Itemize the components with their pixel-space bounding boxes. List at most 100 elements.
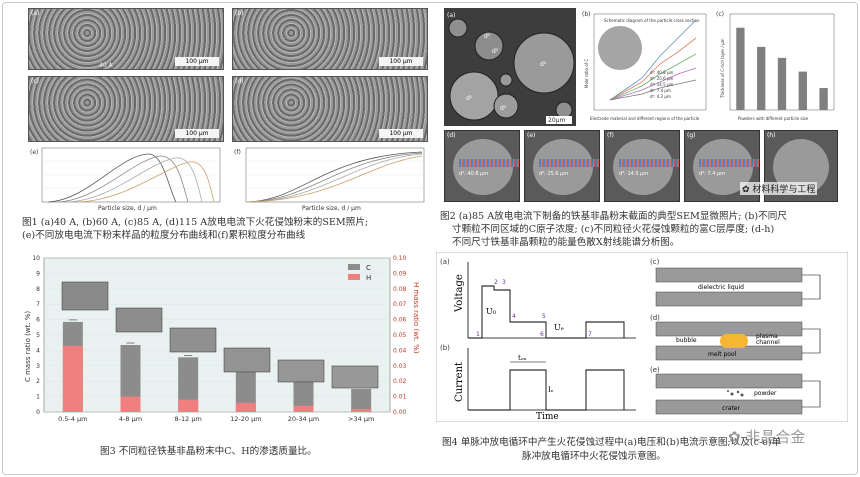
pulse-number: 3 — [502, 279, 506, 286]
bubble-label: bubble — [676, 337, 697, 344]
y-tick-label: 5 — [36, 332, 40, 339]
size-distribution-plot: (e) Particle size, d / μm — [30, 147, 221, 212]
thickness-bar — [757, 46, 766, 110]
bar-h — [293, 405, 314, 412]
x-tick-label: 20-34 μm — [288, 415, 319, 423]
melt-pool-label: melt pool — [708, 351, 737, 358]
panel-tag: (e) — [527, 132, 536, 139]
legend-label-h: H — [366, 274, 371, 282]
wechat-icon: ✿ — [742, 185, 750, 195]
cumulative-distribution-plot: (f) Particle size, d / μm — [234, 147, 425, 212]
legend-swatch-c — [348, 264, 360, 270]
schematic-title: Schematic diagram of the particle cross … — [604, 18, 700, 23]
x-axis-label: Particle size, d / μm — [302, 205, 361, 212]
y-axis-label: Mole ratio of C — [584, 59, 589, 88]
pulse-number: 6 — [540, 331, 544, 338]
sem-image-c: (c) 100 μm — [28, 76, 224, 142]
particle-size: d²: 25.6 μm — [539, 171, 569, 177]
y-tick-label: 1 — [36, 394, 40, 401]
panel-tag: (c) — [31, 78, 39, 85]
pulse-number: 7 — [588, 331, 592, 338]
panel-tag: (d) — [447, 132, 456, 139]
bar-c — [351, 388, 372, 412]
figure3-caption: 图3 不同粒径铁基非晶粉末中C、H的渗透质量比。 — [100, 446, 317, 457]
bar-c — [178, 357, 199, 412]
current-label: Current — [454, 362, 465, 402]
pulse-number: 1 — [476, 331, 480, 338]
voltage-label: Voltage — [454, 274, 465, 313]
current-label: 40 A — [99, 62, 113, 69]
y2-axis-label: H mass ratio (wt. %) — [412, 282, 420, 354]
panel-tag: (d) — [235, 78, 244, 85]
scale-bar: 100 μm — [379, 57, 423, 66]
panel-tag: (a) — [447, 12, 455, 19]
x-tick-label: 0.5-4 μm — [58, 415, 87, 423]
plasma-label: plasma — [756, 333, 778, 340]
legend-item: d⁵: 4.2 μm — [650, 94, 671, 99]
y-tick-label: 4 — [36, 347, 40, 354]
legend-item: d²: 25.6 μm — [650, 76, 673, 81]
particle-label: d⁴ — [540, 61, 547, 68]
panel-tag: (b) — [440, 344, 450, 352]
panel-tag: (f) — [234, 149, 241, 156]
y2-tick-label: 0.01 — [393, 394, 407, 401]
watermark-text: 材料科学与工程 — [752, 185, 816, 195]
y-axis-label: C mass ratio (wt. %) — [24, 311, 32, 382]
x-axis-label: Electrode material and different regions… — [590, 116, 700, 121]
y2-tick-label: 0.04 — [393, 347, 407, 354]
panel-tag: (f) — [607, 132, 614, 139]
figure1: (a) 100 μm 40 A (b) 100 μm (c) 100 μm (d… — [28, 8, 428, 248]
y-tick-label: 8 — [36, 286, 40, 293]
particle-size: d¹: 40.8 μm — [459, 171, 489, 177]
bar-h — [120, 396, 141, 412]
bar-h — [351, 408, 372, 412]
y-tick-label: 10 — [32, 255, 40, 262]
thickness-bar — [777, 57, 787, 110]
figure2-caption-line3: 不同尺寸铁基非晶颗粒的能量色散X射线能谱分析图。 — [452, 237, 680, 248]
y2-tick-label: 0.07 — [393, 301, 407, 308]
figure2: (a) d⁵ d² d¹ d³ d⁴ 20μm (b) Schematic di… — [444, 8, 838, 208]
bar-c — [120, 345, 141, 412]
y2-tick-label: 0.00 — [393, 409, 407, 416]
wechat-icon: ✿ — [728, 428, 741, 446]
y2-tick-label: 0.05 — [393, 332, 407, 339]
u0-label: U₀ — [486, 307, 496, 316]
dielectric-label: dielectric liquid — [698, 284, 744, 291]
ton-label: tₒₙ — [518, 354, 527, 362]
panel-tag: (a) — [31, 10, 40, 17]
panel-tag: (g) — [687, 132, 696, 139]
panel-tag: (c) — [716, 11, 724, 18]
x-tick-label: >34 μm — [348, 415, 374, 423]
watermark-badge: ✿ 材料科学与工程 — [740, 182, 818, 195]
y2-tick-label: 0.09 — [393, 270, 407, 277]
figure2-caption-line2: 寸颗粒不同区域的C原子浓度; (c)不同粒径火花侵蚀颗粒的富C层厚度; (d-h… — [452, 224, 775, 235]
particle-label: d¹ — [466, 95, 473, 102]
y-tick-label: 7 — [36, 301, 40, 308]
legend-item: d¹: 40.8 μm — [650, 70, 673, 75]
chart-legend: C H — [348, 264, 371, 282]
panel-tag: (a) — [440, 258, 450, 266]
sem-image-a: (a) 100 μm 40 A — [28, 8, 224, 70]
figure4-caption-line1: 图4 单脉冲放电循环中产生火花侵蚀过程中(a)电压和(b)电流示意图;以及(c-… — [442, 437, 782, 448]
cross-section-sem: (a) d⁵ d² d¹ d³ d⁴ 20μm — [444, 8, 576, 126]
y-tick-label: 0 — [36, 409, 40, 416]
ue-label: Uₑ — [554, 323, 564, 332]
figure4-caption-line2: 脉冲放电循环中火花侵蚀示意图。 — [522, 451, 666, 462]
y-tick-label: 9 — [36, 270, 40, 277]
panel-tag: (b) — [582, 11, 591, 18]
legend-label-c: C — [366, 264, 371, 272]
scale-bar: 100 μm — [379, 129, 423, 138]
x-axis-label: Powders with different particle size — [738, 116, 809, 121]
time-label: Time — [536, 412, 559, 422]
figure1-caption-line1: 图1 (a)40 A, (b)60 A, (c)85 A, (d)115 A放电… — [22, 217, 369, 228]
bar-c — [235, 371, 256, 412]
bar-h — [178, 399, 199, 412]
pulse-number: 2 — [494, 279, 498, 286]
carbon-layer-thickness-chart: (c) Powders with different particle size… — [714, 8, 838, 126]
bar-h — [235, 402, 256, 412]
edx-panel-f: (f) d³: 14.5 μm — [604, 130, 680, 202]
figure2-caption-line1: 图2 (a)85 A放电电流下制备的铁基非晶粉末截面的典型SEM显微照片; (b… — [440, 211, 787, 222]
particle-size: d⁴: 7.4 μm — [699, 171, 726, 177]
